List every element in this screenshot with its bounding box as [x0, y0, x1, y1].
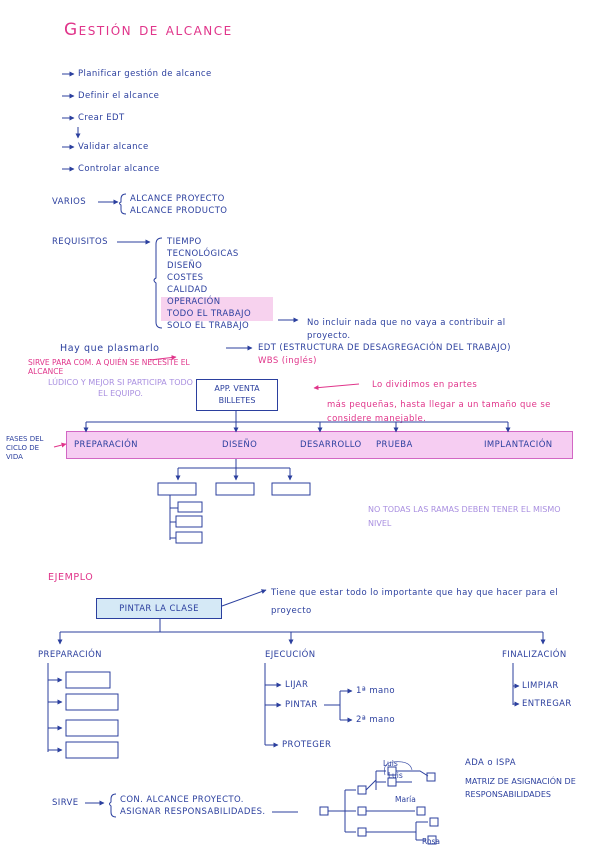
- requisito-item: COSTES: [167, 273, 204, 283]
- step-item: Definir el alcance: [78, 91, 160, 101]
- varios-label: VARIOS: [52, 197, 86, 207]
- ejecucion-item: PINTAR: [285, 700, 318, 710]
- edt-divide-note-2: más pequeñas, hasta llegar a un tamaño q…: [327, 400, 551, 424]
- sirve-item: ASIGNAR RESPONSABILIDADES.: [120, 807, 266, 817]
- step-item: Planificar gestión de alcance: [78, 69, 212, 79]
- pintar-sub: 1ª mano: [356, 686, 395, 696]
- requisitos-label: REQUISITOS: [52, 237, 108, 247]
- edt-root-box: APP. VENTA BILLETES: [196, 379, 278, 411]
- page-title: Gestión de alcance: [64, 20, 233, 40]
- step-item: Controlar alcance: [78, 164, 160, 174]
- person-name: María: [395, 795, 416, 804]
- edt-divide-note-1: Lo dividimos en partes: [372, 380, 478, 390]
- finalizacion-item: ENTREGAR: [522, 699, 572, 709]
- ejemplo-finalizacion: FINALIZACIÓN: [502, 650, 567, 660]
- step-item: Validar alcance: [78, 142, 149, 152]
- requisito-item: TODO EL TRABAJO: [167, 309, 252, 319]
- edt-root-label: APP. VENTA BILLETES: [214, 384, 260, 405]
- edt-side-note-1: SIRVE PARA COM. A QUIÉN SE NECESITE EL A…: [28, 358, 190, 376]
- requisito-item: SOLO EL TRABAJO: [167, 321, 250, 331]
- varios-item: ALCANCE PROYECTO: [130, 194, 225, 204]
- pintar-sub: 2ª mano: [356, 715, 395, 725]
- phase-item: PREPARACIÓN: [74, 440, 138, 450]
- ejemplo-root-label: PINTAR LA CLASE: [119, 604, 199, 614]
- requisito-item: TECNOLÓGICAS: [167, 249, 239, 259]
- raci-label-2: MATRIZ DE ASIGNACIÓN DE RESPONSABILIDADE…: [465, 777, 576, 799]
- step-item: Crear EDT: [78, 113, 125, 123]
- requisito-item: TIEMPO: [167, 237, 202, 247]
- highlight: [161, 297, 273, 321]
- phases-label: FASES DEL CICLO DE VIDA: [6, 435, 44, 461]
- sirve-label: SIRVE: [52, 798, 79, 808]
- phase-item: PRUEBA: [376, 440, 413, 450]
- phase-item: DESARROLLO: [300, 440, 362, 450]
- edt-acronym: EDT (ESTRUCTURA DE DESAGREGACIÓN DEL TRA…: [258, 343, 511, 353]
- branches-note: NO TODAS LAS RAMAS DEBEN TENER EL MISMO …: [368, 505, 561, 528]
- ejemplo-ejecucion: EJECUCIÓN: [265, 650, 316, 660]
- ejemplo-preparacion: PREPARACIÓN: [38, 650, 102, 660]
- requisito-item: DISEÑO: [167, 261, 203, 271]
- varios-item: ALCANCE PRODUCTO: [130, 206, 228, 216]
- edt-side-note-2: LÚDICO Y MEJOR SI PARTICIPA TODO EL EQUI…: [48, 378, 193, 398]
- ejemplo-note: Tiene que estar todo lo importante que h…: [271, 588, 559, 616]
- edt-wbs: WBS (inglés): [258, 356, 317, 366]
- requisito-item: OPERACIÓN: [167, 297, 221, 307]
- phase-item: DISEÑO: [222, 440, 258, 450]
- person-name: Rosa: [422, 837, 440, 846]
- raci-label-1: ADA o ISPA: [465, 758, 516, 768]
- ejecucion-item: PROTEGER: [282, 740, 332, 750]
- requisito-item: CALIDAD: [167, 285, 208, 295]
- edt-intro: Hay que plasmarlo: [60, 343, 160, 354]
- ejemplo-label: EJEMPLO: [48, 572, 94, 583]
- phase-item: IMPLANTACIÓN: [484, 440, 553, 450]
- finalizacion-item: LIMPIAR: [522, 681, 559, 691]
- sirve-item: CON. ALCANCE PROYECTO.: [120, 795, 244, 805]
- requisitos-note: No incluir nada que no vaya a contribuir…: [307, 318, 506, 341]
- person-name: Luis: [383, 759, 398, 768]
- ejecucion-item: LIJAR: [285, 680, 309, 690]
- ejemplo-root-box: PINTAR LA CLASE: [96, 598, 222, 619]
